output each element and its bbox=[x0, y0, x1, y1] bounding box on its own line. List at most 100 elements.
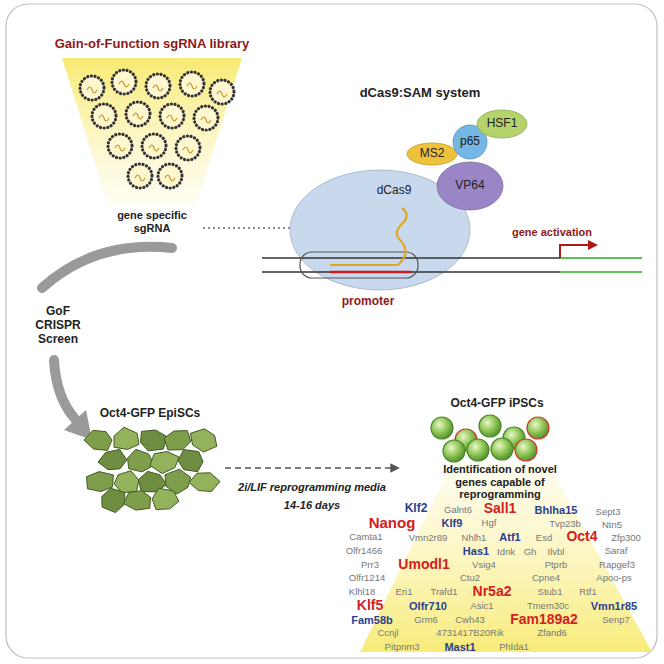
gene-hit: Zfp300 bbox=[611, 533, 641, 544]
episc-cell bbox=[102, 488, 125, 512]
virus-genome bbox=[149, 145, 159, 151]
gene-hit: Ntn5 bbox=[602, 520, 622, 531]
gene-hit-major: Nanog bbox=[369, 514, 416, 531]
ipsc-colony bbox=[527, 417, 549, 439]
gene-hit: Asic1 bbox=[470, 601, 493, 612]
gene-hit-major: Umodl1 bbox=[398, 556, 449, 572]
gene-hit: Esd bbox=[536, 533, 552, 544]
virus-genome bbox=[135, 175, 145, 181]
ipsc-colonies bbox=[431, 415, 549, 462]
gene-hit: Rtf1 bbox=[579, 587, 596, 598]
gene-hit: 4731417B20Rik bbox=[436, 628, 504, 639]
promoter-label: promoter bbox=[342, 295, 395, 309]
gene-hit: Hgf bbox=[482, 518, 497, 529]
figure-frame bbox=[6, 4, 657, 658]
result-label: Identification of novel genes capable of… bbox=[430, 463, 570, 501]
ms2-protein: MS2 bbox=[406, 142, 458, 166]
hsf1-domain: HSF1 bbox=[476, 109, 528, 139]
gene-strand bbox=[560, 257, 642, 259]
ipsc-colony bbox=[515, 439, 537, 461]
episc-cell bbox=[190, 429, 216, 452]
gene-hit: Phlda1 bbox=[499, 642, 529, 653]
virus-genome bbox=[99, 115, 109, 121]
node-label: MS2 bbox=[420, 147, 445, 160]
node-outline bbox=[477, 110, 527, 138]
virus-genome bbox=[153, 85, 163, 91]
episc-cell bbox=[114, 471, 139, 493]
episc-cell bbox=[164, 431, 191, 450]
gene-hit: Klhl18 bbox=[349, 587, 375, 598]
gene-hit: Cpne4 bbox=[532, 573, 560, 584]
screen-arrow-upper bbox=[42, 247, 172, 288]
gene-hit: Sept3 bbox=[596, 507, 621, 518]
episc-cell bbox=[98, 449, 127, 469]
gene-hit-major: Fam189a2 bbox=[510, 611, 578, 627]
gene-hit: Nhlh1 bbox=[462, 533, 487, 544]
gene-hit: Trafd1 bbox=[430, 587, 457, 598]
duration-label: 14-16 days bbox=[284, 499, 340, 512]
gene-hit: Senp7 bbox=[602, 615, 629, 626]
gene-strand bbox=[560, 271, 642, 273]
episc-cell bbox=[178, 450, 203, 472]
gene-hit: Vsig4 bbox=[472, 560, 496, 571]
gene-hit: Ptprb bbox=[545, 560, 568, 571]
virus-genome bbox=[165, 175, 175, 181]
node-outline bbox=[453, 125, 487, 159]
gene-hit-known: Has1 bbox=[463, 545, 489, 558]
gene-hit: Stub1 bbox=[538, 587, 563, 598]
virus-genome bbox=[183, 147, 193, 153]
gene-hit: Saraf bbox=[605, 546, 628, 557]
virus-particle bbox=[142, 134, 166, 158]
vp64-domain: VP64 bbox=[436, 161, 504, 211]
gene-hit: Tmem30c bbox=[527, 601, 569, 612]
virus-genome bbox=[133, 113, 143, 119]
virus-particles bbox=[80, 70, 234, 188]
library-title: Gain-of-Function sgRNA library bbox=[55, 37, 250, 52]
episc-cell bbox=[152, 488, 179, 509]
episc-cell bbox=[87, 472, 114, 492]
node-outline bbox=[407, 143, 457, 165]
ipsc-beam bbox=[360, 463, 652, 652]
library-beam bbox=[62, 58, 242, 205]
gene-hit-major: Nr5a2 bbox=[473, 583, 512, 599]
episc-cell bbox=[189, 473, 220, 492]
activation-label: gene activation bbox=[512, 226, 592, 239]
ipsc-colony bbox=[479, 415, 501, 437]
virus-genome bbox=[217, 91, 227, 97]
gene-hit: Ctu2 bbox=[460, 573, 480, 584]
virus-genome bbox=[115, 145, 125, 151]
virus-particle bbox=[180, 72, 204, 96]
gene-hit-known: Atf1 bbox=[499, 531, 520, 544]
gene-hit: Gh bbox=[524, 547, 537, 558]
ipsc-colony bbox=[431, 417, 453, 439]
gene-hit-known: Olfr710 bbox=[409, 600, 447, 613]
node-label: dCas9 bbox=[377, 184, 412, 197]
virus-particle bbox=[158, 164, 182, 188]
ipsc-colony bbox=[467, 439, 489, 461]
reprogramming-arrow bbox=[225, 467, 398, 469]
sgrna-label: gene specific sgRNA bbox=[105, 209, 200, 234]
node-outline bbox=[290, 170, 470, 290]
gene-hit: Rapgef3 bbox=[599, 560, 635, 571]
virus-particle bbox=[112, 70, 136, 94]
virus-genome bbox=[187, 83, 197, 89]
gene-hit: Tvp23b bbox=[549, 519, 581, 530]
gene-hit-major: Oct4 bbox=[566, 528, 597, 544]
gene-hit: Cwh43 bbox=[455, 615, 485, 626]
gene-hit-known: Mast1 bbox=[444, 641, 475, 654]
system-title: dCas9:SAM system bbox=[360, 86, 481, 101]
ipsc-colony bbox=[491, 438, 513, 460]
gene-hit-known: Bhlha15 bbox=[535, 504, 578, 517]
virus-particle bbox=[194, 106, 218, 130]
virus-particle bbox=[176, 136, 200, 160]
virus-particle bbox=[80, 76, 104, 100]
virus-particle bbox=[160, 104, 184, 128]
screen-arrow-lower bbox=[54, 360, 76, 420]
ipsc-colony bbox=[443, 440, 465, 462]
gene-hit: Apoo-ps bbox=[596, 573, 631, 584]
virus-particle bbox=[126, 102, 150, 126]
node-label: HSF1 bbox=[487, 117, 518, 130]
gene-hit: Camta1 bbox=[349, 532, 382, 543]
episc-cell bbox=[150, 452, 179, 474]
